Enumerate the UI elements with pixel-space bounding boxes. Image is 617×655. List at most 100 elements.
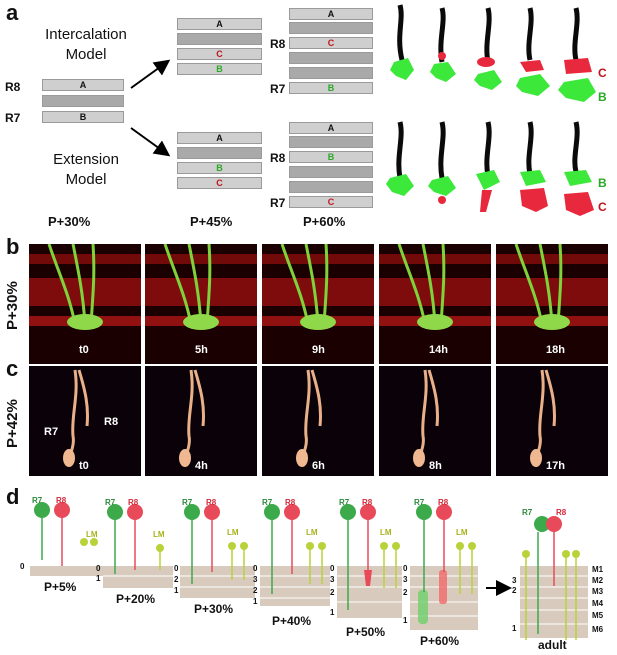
r8-cell-p20	[127, 504, 143, 520]
r8-label-p60-int: R8	[270, 37, 286, 51]
r7-cell-p50	[340, 504, 356, 520]
intercalation-model-title: Intercalation Model	[36, 25, 136, 65]
r7-growth-cone-6	[386, 174, 414, 196]
layer-c-p60-ext: C	[289, 196, 373, 208]
cartoon-c-label-top: C	[598, 66, 607, 80]
r8-cell-p40	[284, 504, 300, 520]
panel-b-frame: 5h	[145, 244, 257, 364]
r8-cell-adult	[546, 516, 562, 532]
r8-cell-p50	[360, 504, 376, 520]
layer-num-p40-3: 3	[253, 575, 258, 584]
r8-label-d-adult: R8	[556, 508, 567, 517]
r8-label-d-p5: R8	[56, 496, 67, 505]
lm-label-d-p30: LM	[227, 528, 239, 537]
d-stage-p5: P+5%	[44, 580, 77, 594]
axon-10	[572, 121, 580, 173]
r8-label-d-p20: R8	[128, 498, 139, 507]
lm-label-d-p40: LM	[306, 528, 318, 537]
r8-tip-10	[564, 192, 594, 216]
panel-b-micrograph	[145, 244, 257, 364]
layer-a-p45-ext: A	[177, 132, 262, 144]
axon-6	[396, 121, 404, 179]
layer-num-p40-2: 2	[253, 586, 258, 595]
r7-growth-cone-9	[520, 170, 546, 186]
lm-label-d-p5: LM	[86, 530, 98, 539]
panel-b-time-label: 18h	[546, 344, 565, 356]
layer-c-p45-ext: C	[177, 177, 262, 189]
r8-label-d-p60: R8	[438, 498, 449, 507]
cartoon-c-label-bottom: C	[598, 200, 607, 214]
medulla-m1: M1	[592, 565, 604, 574]
r8-cell-p5	[54, 502, 70, 518]
r8-tip-3	[477, 57, 495, 67]
panel-b-time-label: t0	[79, 344, 89, 356]
layer-dark2-p60-int	[289, 52, 373, 64]
panel-c-time-label: 6h	[312, 460, 325, 472]
extension-cartoons	[386, 121, 594, 216]
extension-model-title: Extension Model	[36, 150, 136, 190]
r7-cell-p20	[107, 504, 123, 520]
layer-b-p45-ext: B	[177, 162, 262, 174]
panel-c-micrograph	[379, 366, 491, 476]
layer-num-adult-1: 1	[512, 624, 517, 633]
r8-label-p30: R8	[5, 80, 21, 94]
panel-c-frame: 4h	[145, 366, 257, 476]
layer-num-p40-1: 1	[253, 597, 258, 606]
layer-b-p45-int: B	[177, 63, 262, 75]
panel-c-time-label: t0	[79, 460, 89, 472]
panel-b-time-label: 5h	[195, 344, 208, 356]
layer-dark1-p60-ext	[289, 136, 373, 148]
r7-terminal-p60	[418, 590, 428, 624]
panel-d-letter: d	[6, 484, 20, 509]
r7-growth-cone-2	[430, 62, 456, 82]
r8-cell-p30	[204, 504, 220, 520]
axon-9	[526, 121, 534, 175]
panel-c-time-label: 8h	[429, 460, 442, 472]
r7-label-d-p30: R7	[182, 498, 193, 507]
layer-num-p50-0: 0	[330, 564, 335, 573]
lm-cell-p5-a	[80, 538, 88, 546]
r8-tip-7	[438, 196, 446, 204]
layer-b-p60-int: B	[289, 82, 373, 94]
layer-c-p45-int: C	[177, 48, 262, 60]
lm-label-d-p20: LM	[153, 530, 165, 539]
panel-c-micrograph	[29, 366, 141, 476]
lm-label-d-p50: LM	[380, 528, 392, 537]
layer-dark2-p60-ext	[289, 166, 373, 178]
r7-growth-cone-7	[428, 176, 456, 196]
layer-a-p60-ext: A	[289, 122, 373, 134]
layer-middle-p30	[42, 95, 124, 107]
axon-3	[484, 7, 492, 63]
r7-growth-cone-1	[390, 58, 414, 80]
layer-b-p60-ext: B	[289, 151, 373, 163]
panel-c-frame: 17h	[496, 366, 608, 476]
stage-p30: P+30%	[48, 214, 91, 229]
layer-a-p30: A	[42, 79, 124, 91]
lamina-p40	[260, 566, 330, 606]
r8-terminal-p60	[439, 570, 447, 604]
r7-cell-p5	[34, 502, 50, 518]
layer-num-adult-2: 2	[512, 586, 517, 595]
r7-label-p60-ext: R7	[270, 196, 286, 210]
r8-tip-9	[520, 188, 548, 212]
panel-c-micrograph	[496, 366, 608, 476]
layer-num-p30-1: 1	[174, 586, 179, 595]
r7-cell-p40	[264, 504, 280, 520]
layer-num-p60-2: 2	[403, 588, 408, 597]
panel-c-micrograph	[262, 366, 374, 476]
layer-a-p45-int: A	[177, 18, 262, 30]
panel-b-time-label: 9h	[312, 344, 325, 356]
axon-7	[438, 121, 446, 179]
d-stage-p60: P+60%	[420, 634, 460, 648]
layer-num-p50-1: 1	[330, 608, 335, 617]
panel-d-schematic	[30, 502, 588, 640]
layer-num-p5-0: 0	[20, 562, 25, 571]
medulla-m3: M3	[592, 587, 604, 596]
r7-label-d-adult: R7	[522, 508, 533, 517]
axon-4	[526, 7, 534, 61]
layer-dark-p45-ext	[177, 147, 262, 159]
layer-num-p60-3: 3	[403, 575, 408, 584]
medulla-m6: M6	[592, 625, 604, 634]
lamina-p5	[30, 566, 170, 576]
layer-num-p20-0: 0	[96, 564, 101, 573]
